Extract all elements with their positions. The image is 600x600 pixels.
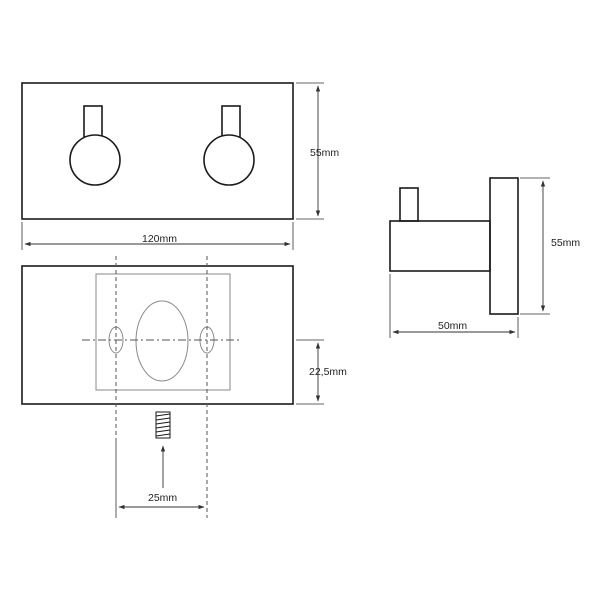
mount-offset-label: 22,5mm — [309, 366, 347, 378]
left-hook-knob — [69, 134, 121, 186]
mounting-plate — [95, 273, 231, 391]
side-height-dimension: 55mm — [520, 177, 580, 315]
mounting-view-base-plate — [21, 265, 294, 405]
screw-spacing-dimension: 25mm — [115, 440, 205, 518]
side-view-base-plate — [489, 177, 519, 315]
left-hook — [69, 105, 121, 186]
mounting-view: 22,5mm 25mm — [21, 256, 347, 518]
mount-offset-dimension: 22,5mm — [296, 339, 347, 405]
side-depth-dimension: 50mm — [389, 274, 519, 338]
right-hook — [203, 105, 255, 186]
front-height-dimension: 55mm — [296, 82, 339, 220]
side-view-hook-tip — [399, 187, 419, 222]
front-width-label: 120mm — [142, 233, 177, 245]
right-hook-knob — [203, 134, 255, 186]
screw-spacing-label: 25mm — [148, 492, 177, 504]
front-view: 55mm 120mm — [21, 82, 339, 250]
set-screw — [155, 411, 171, 439]
side-view: 55mm 50mm — [389, 177, 580, 338]
front-width-dimension: 120mm — [21, 222, 294, 250]
center-oval-cutout — [135, 300, 189, 382]
front-view-base-plate — [21, 82, 294, 220]
side-view-arm — [389, 220, 491, 272]
front-height-label: 55mm — [310, 147, 339, 159]
side-depth-label: 50mm — [438, 320, 467, 332]
side-height-label: 55mm — [551, 237, 580, 249]
